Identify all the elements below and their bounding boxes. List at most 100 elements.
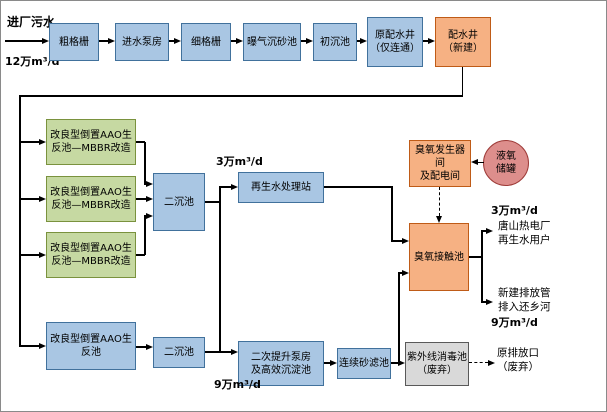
out2-dest-line1: 新建排放管 [498, 287, 551, 299]
out2-flow-label: 9万m³/d [491, 316, 538, 329]
flow-line [461, 67, 463, 96]
node-label: 二次提升泵房 [251, 351, 311, 363]
flow-line [391, 240, 403, 242]
influent-label: 进厂污水 [7, 15, 56, 29]
flow-line [219, 186, 232, 188]
flow-line [136, 141, 145, 143]
node-label: 原配水井 [375, 30, 415, 41]
node-ozone-generator: 臭氧发生器间 及配电间 [409, 140, 471, 187]
flow-arrowhead [306, 37, 313, 44]
flow-line [324, 186, 392, 188]
flow-line [481, 230, 483, 302]
node-label: 二沉池 [164, 347, 194, 358]
flow-line [205, 351, 232, 353]
node-new-well: 配水井 （新建） [435, 17, 491, 67]
node-label: 粗格栅 [59, 36, 89, 48]
old-outfall-line2: （废弃） [497, 361, 539, 373]
flow-line [19, 198, 39, 200]
node-label: 及配电间 [420, 171, 460, 182]
node-label: 改良型倒置AAO生反池—MBBR改造 [50, 187, 132, 211]
out1-dest-line2: 再生水用户 [498, 234, 551, 246]
node-label: 进水泵房 [122, 36, 162, 48]
flow-arrowhead [146, 343, 153, 350]
node-label: 臭氧接触池 [414, 251, 464, 263]
flow-line [231, 40, 237, 42]
flow-arrowhead [398, 359, 405, 366]
flow-line [469, 256, 482, 258]
node-lift-pump: 二次提升泵房 及高效沉淀池 [238, 341, 324, 386]
node-label: 臭氧发生器间 [415, 145, 465, 169]
node-aao-mbbr-3: 改良型倒置AAO生反池—MBBR改造 [46, 232, 136, 278]
flow-arrowhead [488, 359, 495, 366]
dashed-flow-line [439, 187, 440, 216]
flow-arrowhead [146, 212, 153, 219]
flow-arrowhead [486, 227, 493, 234]
flow-line [219, 186, 221, 352]
flow-line [301, 40, 307, 42]
flow-line [19, 95, 463, 97]
node-aao-mbbr-1: 改良型倒置AAO生反池—MBBR改造 [46, 119, 136, 165]
node-label: 改良型倒置AAO生反池 [50, 334, 132, 358]
flow-arrowhead [42, 37, 49, 44]
node-inlet-pump: 进水泵房 [115, 23, 169, 61]
flow-line [19, 141, 39, 143]
node-ozone-contact: 臭氧接触池 [409, 223, 469, 291]
flow-arrowhead [436, 216, 442, 223]
influent-flow-label: 12万m³/d [5, 55, 60, 68]
old-outfall-line1: 原排放口 [497, 347, 539, 359]
node-uv-disinfection: 紫外线消毒池 （废弃） [405, 342, 469, 386]
node-label: 再生水处理站 [251, 182, 311, 193]
flow-line [324, 362, 331, 364]
node-label: 初沉池 [320, 36, 350, 48]
flow-line [205, 201, 220, 203]
flow-line [169, 40, 175, 42]
flow-arrowhead [174, 37, 181, 44]
flow-line [19, 254, 39, 256]
flow-line [144, 142, 146, 184]
flow-line [391, 186, 393, 241]
node-reclaim-station: 再生水处理站 [238, 172, 324, 203]
reclaim-flow-label: 3万m³/d [216, 155, 263, 168]
node-label: （仅连通） [370, 43, 420, 54]
flow-line [144, 183, 147, 185]
flow-arrowhead [402, 237, 409, 244]
flow-arrowhead [402, 269, 409, 276]
out1-flow-label: 3万m³/d [491, 204, 538, 217]
flow-line [136, 254, 145, 256]
flow-arrowhead [330, 359, 337, 366]
flow-line [481, 230, 487, 232]
flow-line [423, 40, 429, 42]
node-label: 细格栅 [191, 36, 221, 48]
node-aao-plain: 改良型倒置AAO生反池 [46, 322, 136, 370]
node-aao-mbbr-2: 改良型倒置AAO生反池—MBBR改造 [46, 176, 136, 222]
flow-line [99, 40, 109, 42]
node-secondary-tank-2: 二沉池 [153, 337, 205, 368]
dashed-flow-line [469, 362, 488, 363]
flow-arrowhead [39, 195, 46, 202]
node-label: 改良型倒置AAO生反池—MBBR改造 [50, 243, 132, 267]
flow-line [398, 272, 403, 274]
flow-arrowhead [146, 180, 153, 187]
flow-arrowhead [108, 37, 115, 44]
node-original-well: 原配水井 （仅连通） [367, 17, 423, 67]
node-label: （新建） [443, 43, 483, 54]
flow-arrowhead [236, 37, 243, 44]
node-label: 曝气沉砂池 [247, 36, 297, 48]
node-label: 储罐 [496, 164, 516, 175]
node-label: （废弃） [417, 365, 457, 376]
node-lox-tank: 液氧 储罐 [483, 140, 529, 186]
out2-dest-line2: 排入还乡河 [498, 301, 551, 313]
node-sand-filter: 连续砂滤池 [337, 348, 391, 379]
node-label: 配水井 [448, 30, 478, 41]
flow-line [481, 301, 487, 303]
node-label: 及高效沉淀池 [251, 364, 311, 376]
node-primary-tank: 初沉池 [313, 23, 357, 61]
flow-line [5, 40, 42, 42]
node-label: 液氧 [496, 151, 516, 162]
node-label: 二沉池 [164, 196, 194, 208]
node-grit-chamber: 曝气沉砂池 [243, 23, 301, 61]
flow-line [136, 198, 147, 200]
node-label: 改良型倒置AAO生反池—MBBR改造 [50, 130, 132, 154]
flow-arrowhead [231, 183, 238, 190]
